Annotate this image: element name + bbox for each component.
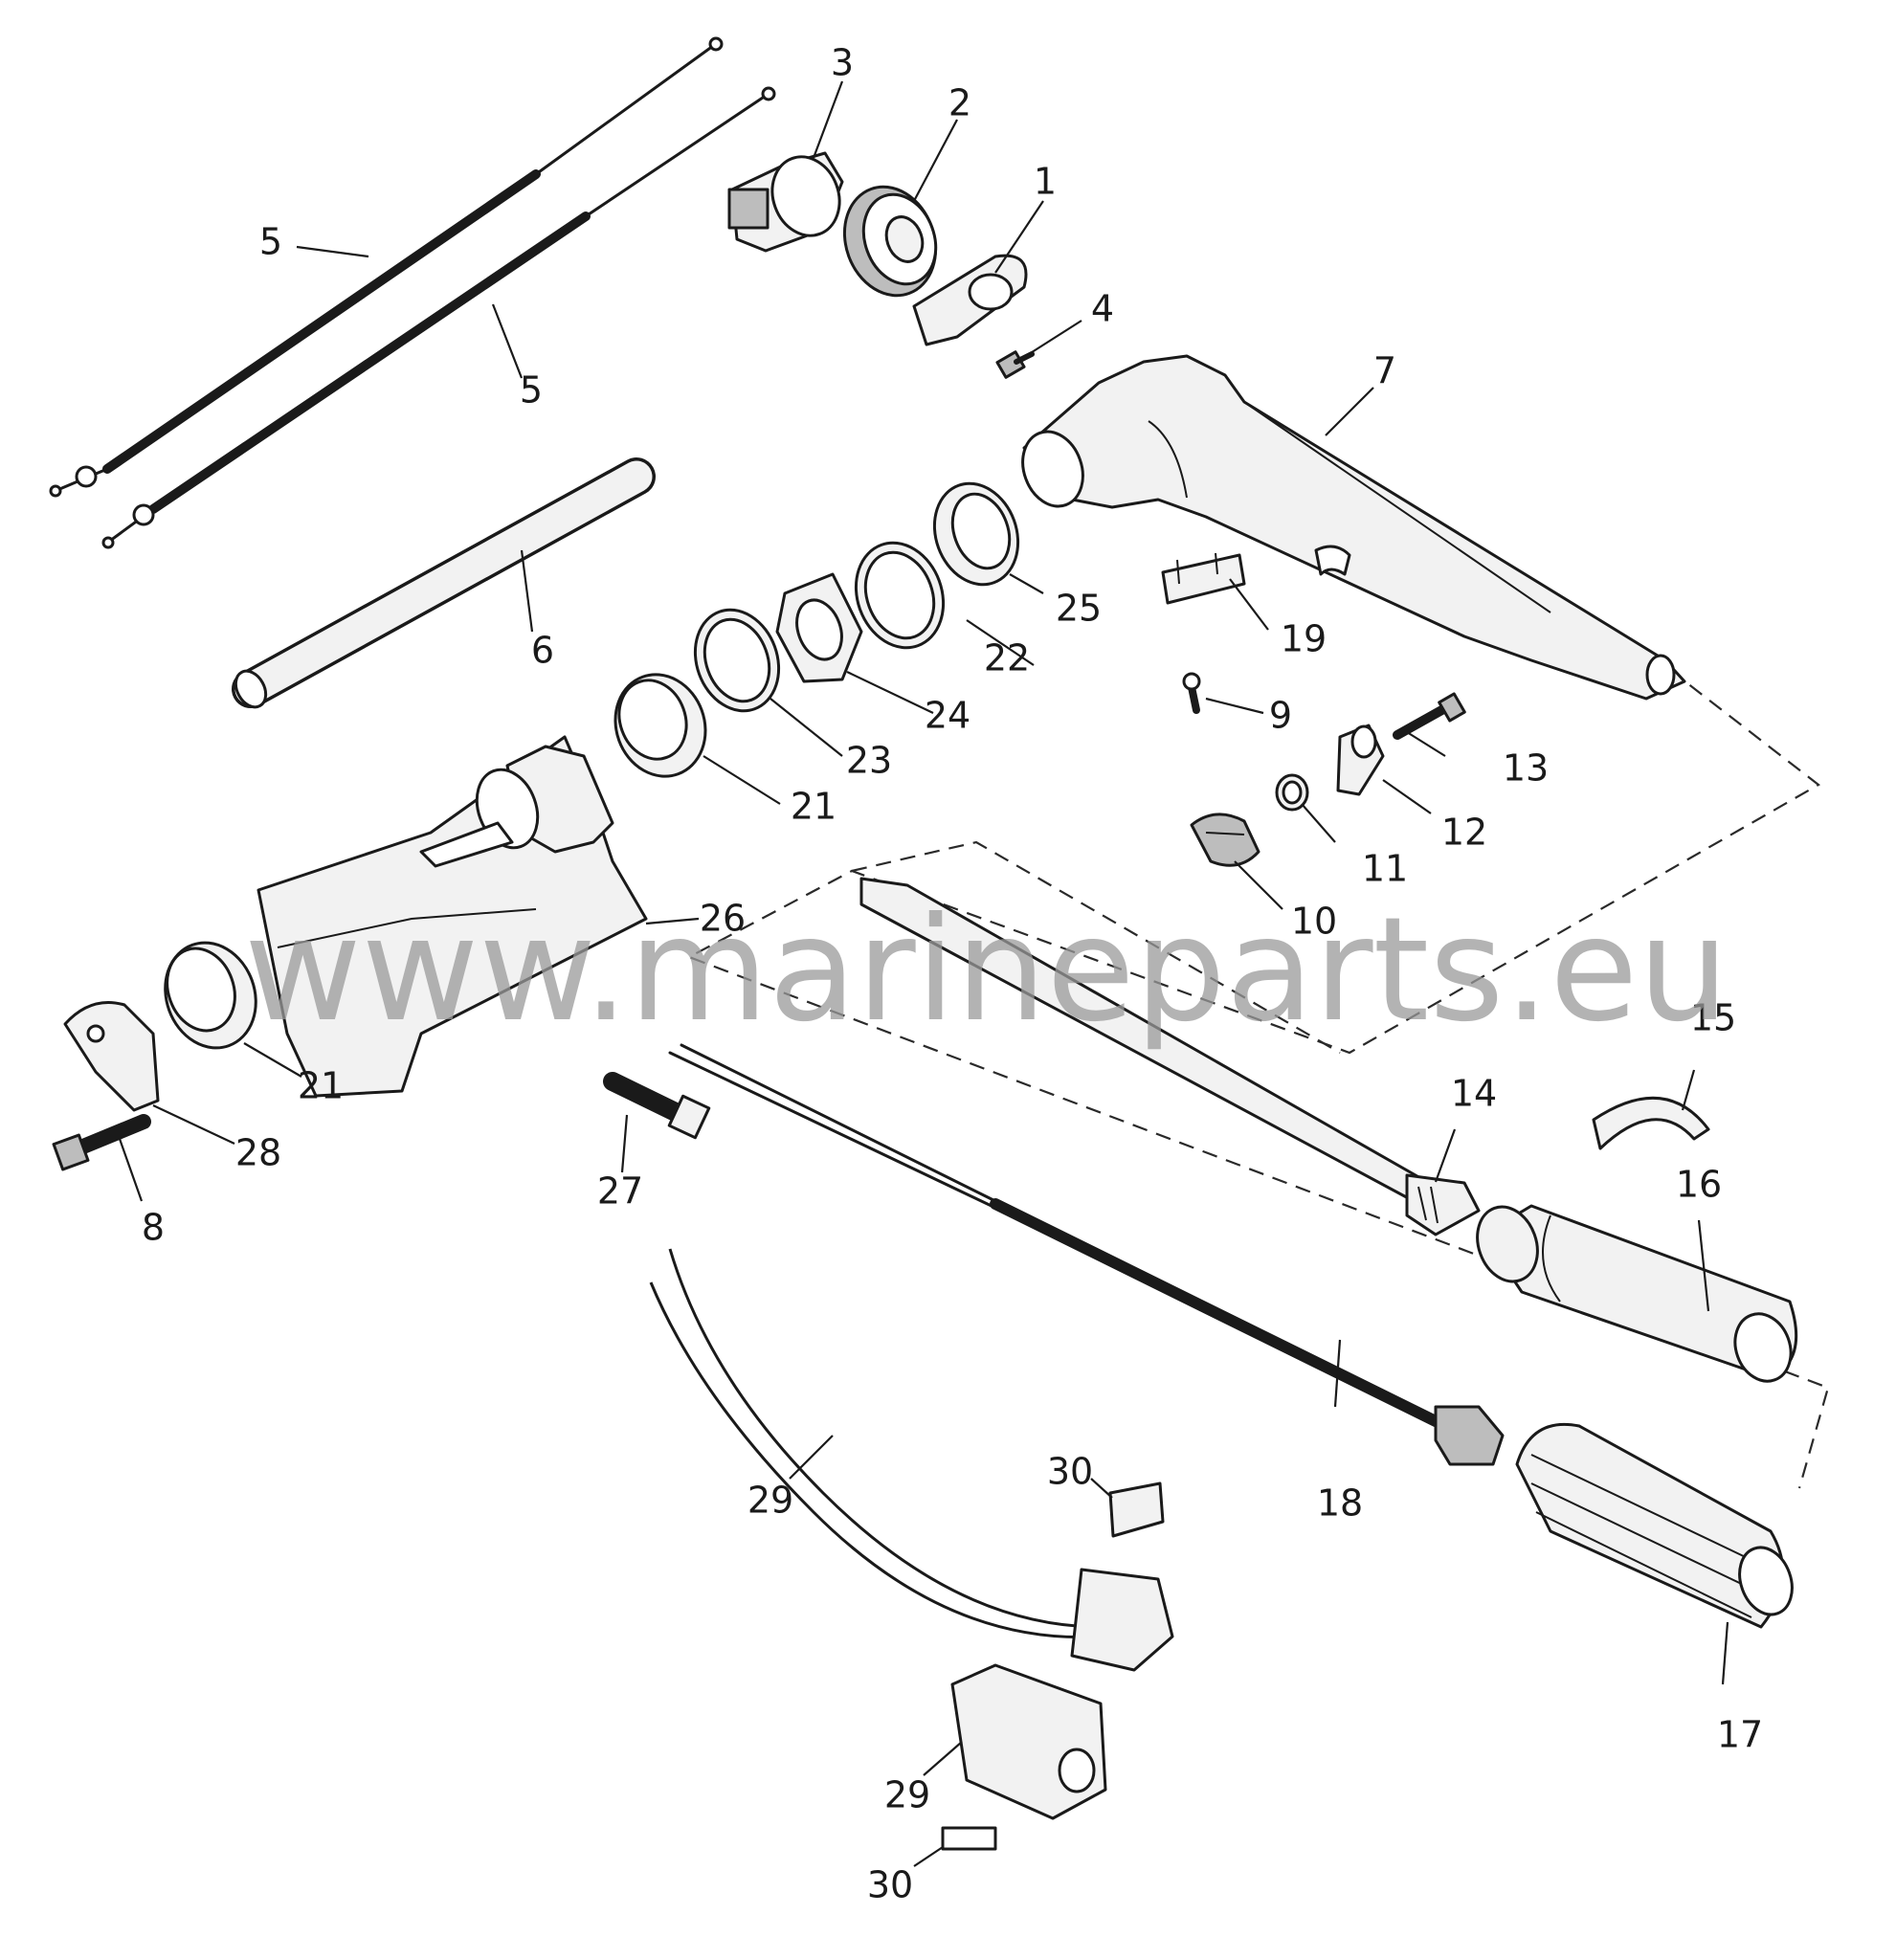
- plate-1: [912, 254, 1028, 346]
- callout-17: 17: [1717, 1714, 1763, 1756]
- callout-labels: 3 2 1 4 5 5 6 7 25 19 22 24 23 21 9 13 1…: [142, 42, 1763, 1906]
- callout-21-upper: 22: [984, 637, 1030, 679]
- ring-22: [775, 572, 863, 683]
- cable-5-lower: [101, 86, 776, 549]
- callout-20-lower: 21: [298, 1065, 344, 1107]
- callout-22: 24: [925, 695, 970, 737]
- callout-11: 11: [1362, 848, 1408, 890]
- clip-19: [1161, 552, 1246, 605]
- knob-10: [1190, 813, 1260, 867]
- clip-28: [1108, 1481, 1165, 1538]
- ring-23: [932, 481, 1020, 587]
- callout-3: 3: [831, 42, 854, 84]
- cam-housing-3: [727, 151, 844, 253]
- callout-8: 8: [142, 1207, 165, 1249]
- bolt-13: [1393, 692, 1466, 740]
- tube-6: [232, 457, 656, 709]
- callout-5-upper: 5: [259, 221, 282, 263]
- callout-13: 13: [1503, 747, 1549, 790]
- bushing-20-lower: [164, 941, 257, 1050]
- plate-26: [63, 1001, 160, 1112]
- callout-30: 30: [867, 1864, 913, 1906]
- callout-4: 4: [1091, 288, 1114, 330]
- callout-7: 7: [1373, 350, 1396, 392]
- watermark: www.marineparts.eu: [244, 887, 1729, 1054]
- ring-21-upper: [854, 541, 946, 650]
- bolt-25: [603, 1072, 711, 1140]
- callout-25: 27: [597, 1170, 643, 1213]
- callout-28: 30: [1047, 1451, 1093, 1493]
- wire-harness-29: [649, 1248, 1174, 1672]
- callout-19: 19: [1281, 618, 1327, 660]
- callout-2: 2: [948, 82, 971, 124]
- callout-26: 28: [235, 1132, 281, 1174]
- callout-20-upper: 21: [791, 786, 836, 828]
- leader-lines: [118, 80, 1729, 1867]
- callout-14: 14: [1451, 1073, 1497, 1115]
- shaft-14: [859, 877, 1481, 1236]
- bracket-12: [1336, 724, 1385, 796]
- callout-29: 29: [747, 1480, 793, 1522]
- callout-21-lower: 23: [846, 740, 892, 782]
- callout-5-lower: 5: [520, 369, 543, 412]
- cable-5-upper: [49, 36, 724, 498]
- callout-16: 16: [1676, 1164, 1722, 1206]
- callout-10: 10: [1291, 901, 1337, 943]
- bushing-half-15: [1592, 1096, 1710, 1150]
- callout-1: 1: [1034, 161, 1057, 203]
- grip-sleeve-16: [1476, 1204, 1798, 1383]
- ring-21-lower: [693, 608, 781, 713]
- throttle-cable-18: [668, 1043, 1505, 1466]
- tiller-arm-7: [1021, 354, 1686, 701]
- assembly-guide-tiller: [686, 669, 1830, 1489]
- callout-6: 6: [531, 630, 554, 672]
- callout-18: 18: [1317, 1482, 1363, 1525]
- label-30: [941, 1826, 997, 1851]
- callout-15: 15: [1690, 997, 1736, 1039]
- callout-12: 12: [1441, 812, 1487, 854]
- screw-4: [995, 350, 1035, 379]
- pulley-2: [842, 185, 938, 298]
- bolt-8: [52, 1114, 151, 1171]
- callout-27: 29: [884, 1774, 930, 1816]
- washer-11: [1275, 773, 1309, 812]
- bushing-20-upper: [613, 673, 707, 778]
- callout-24: 26: [700, 898, 746, 940]
- callout-23: 25: [1056, 588, 1102, 630]
- tiller-bracket-24: [257, 735, 648, 1098]
- knurled-grip-17: [1515, 1422, 1794, 1629]
- pin-9: [1182, 672, 1201, 714]
- assembly-guide-shaft: [851, 840, 1341, 1054]
- callout-9: 9: [1269, 695, 1292, 737]
- bracket-27: [950, 1663, 1107, 1820]
